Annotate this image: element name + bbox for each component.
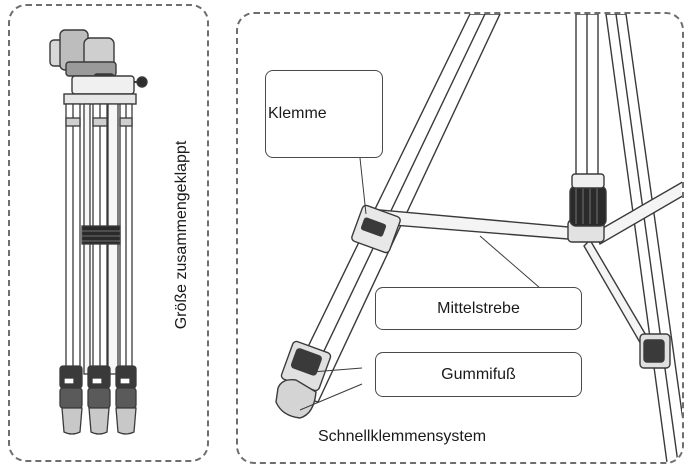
leg-lock-knob [569, 173, 607, 227]
rubber-foot-label: Gummifuß [441, 365, 516, 383]
clamp-upper [351, 204, 401, 254]
center-brace [379, 178, 682, 347]
clamp-label: Klemme [268, 105, 327, 122]
quick-clamp-panel [236, 12, 684, 464]
quick-clamp-caption: Schnellklemmensystem [318, 428, 487, 445]
tripod-head [49, 29, 148, 105]
clamp-right [639, 333, 671, 369]
center-brace-label: Mittelstrebe [437, 299, 520, 317]
folded-feet [61, 407, 137, 435]
right-leg [605, 14, 682, 462]
rubber-foot-callout: Gummifuß [375, 352, 582, 397]
clamp-callout: Klemme [265, 70, 383, 158]
folded-size-panel [8, 4, 209, 462]
folded-legs [65, 103, 133, 375]
rubber-foot [275, 378, 317, 419]
folded-clamps [59, 365, 137, 409]
center-brace-callout: Mittelstrebe [375, 287, 582, 330]
leader-lines [299, 157, 541, 411]
